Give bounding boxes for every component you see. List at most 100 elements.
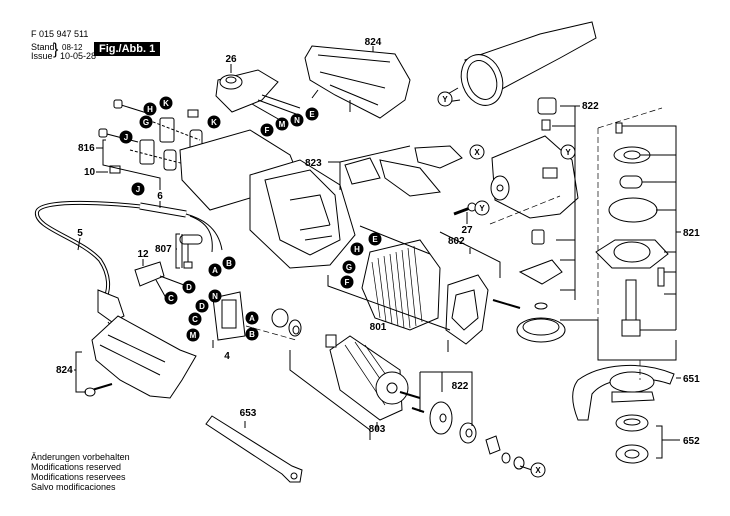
bracket-801	[327, 275, 451, 352]
wire-marker-dots	[119, 96, 382, 342]
parts-823	[344, 145, 463, 197]
marker-n-2: N	[212, 292, 218, 301]
bracket-816	[102, 139, 161, 190]
bearing-flange-assembly	[595, 122, 669, 337]
marker-y-1: Y	[442, 95, 448, 104]
figure-label: Fig./Abb. 1	[94, 42, 161, 56]
marker-d-2: D	[199, 302, 205, 311]
marker-c-2: C	[192, 315, 198, 324]
label-824-bottom: 824	[56, 365, 73, 376]
reference-markers	[437, 91, 576, 478]
brush-ring	[445, 274, 489, 345]
label-801: 801	[370, 322, 387, 333]
cord-clamp	[175, 233, 203, 269]
bracket-821	[622, 125, 677, 331]
armature	[325, 334, 421, 421]
label-12: 12	[137, 249, 149, 260]
bracket-803	[289, 350, 371, 440]
marker-h-1: H	[147, 105, 153, 114]
marker-x-1: X	[474, 148, 480, 157]
label-6: 6	[157, 191, 163, 202]
marker-a-1: A	[212, 266, 218, 275]
marker-h-2: H	[354, 245, 360, 254]
switch-assembly	[215, 69, 301, 121]
marker-c-1: C	[168, 294, 174, 303]
spanner-wrench	[205, 415, 303, 483]
issue-value: 10-05-28	[60, 51, 97, 61]
side-handle	[445, 21, 597, 106]
label-807: 807	[155, 244, 172, 255]
marker-g-2: G	[346, 263, 352, 272]
bracket-652	[656, 425, 680, 459]
label-653: 653	[240, 408, 257, 419]
wheel-guard	[572, 365, 675, 421]
mounting-flange	[615, 414, 649, 432]
field-coil	[361, 239, 441, 331]
clamping-nut	[615, 444, 649, 464]
label-27: 27	[461, 225, 473, 236]
marker-b-2: B	[249, 330, 255, 339]
power-cord	[35, 200, 223, 331]
label-26: 26	[225, 54, 237, 65]
label-822-top: 822	[582, 101, 599, 112]
label-652: 652	[683, 436, 700, 447]
bearing-small-1	[288, 319, 302, 337]
stand-label: Stand	[31, 42, 55, 52]
connecting-rod	[492, 299, 521, 309]
marker-f-2: F	[345, 278, 350, 287]
spindle-lock	[516, 97, 566, 343]
marker-d-1: D	[186, 283, 192, 292]
label-822-bottom: 822	[452, 381, 469, 392]
marker-g-1: G	[143, 118, 149, 127]
switch-block	[212, 291, 246, 348]
footer-notes: Änderungen vorbehalten Modifications res…	[31, 452, 130, 492]
housing-cover-bottom	[84, 315, 197, 399]
marker-x-2: X	[535, 466, 541, 475]
part-number: F 015 947 511	[31, 29, 89, 39]
label-802: 802	[448, 236, 465, 247]
marker-m-1: M	[279, 120, 286, 129]
bracket-824-bottom	[75, 351, 86, 393]
bearing-ring	[271, 308, 289, 328]
label-leaders	[74, 147, 471, 430]
marker-y-3: Y	[479, 204, 485, 213]
note-en: Modifications reserved	[31, 462, 122, 472]
marker-m-2: M	[190, 331, 197, 340]
label-824-top: 824	[365, 37, 382, 48]
bracket-822-bottom	[419, 371, 473, 426]
brace: }	[53, 41, 59, 58]
label-816: 816	[78, 143, 95, 154]
mounting-flange-hub	[623, 418, 641, 426]
marker-y-2: Y	[565, 148, 571, 157]
note-de: Änderungen vorbehalten	[31, 452, 130, 462]
label-821: 821	[683, 228, 700, 239]
marker-k-1: K	[163, 99, 169, 108]
label-10: 10	[84, 167, 96, 178]
marker-k-2: K	[211, 118, 217, 127]
assembly-centerlines	[245, 107, 663, 380]
label-823: 823	[305, 158, 322, 169]
bearing-plate-parts	[411, 401, 533, 471]
marker-b-1: B	[226, 259, 232, 268]
marker-a-2: A	[249, 314, 255, 323]
bracket-802	[359, 225, 501, 278]
marker-e-2: E	[372, 235, 378, 244]
marker-e-1: E	[309, 110, 315, 119]
issue-label: Issue	[31, 51, 53, 61]
capacitor	[134, 261, 185, 299]
housing-cover-top	[304, 45, 411, 119]
label-651: 651	[683, 374, 700, 385]
note-fr: Modifications reservees	[31, 472, 126, 482]
gear-housing	[490, 135, 579, 219]
bracket-823	[335, 145, 411, 190]
marker-j-2: J	[136, 185, 140, 194]
bearing-small-1-bore	[292, 325, 300, 335]
label-5: 5	[77, 228, 83, 239]
label-4: 4	[224, 351, 230, 362]
marker-f-1: F	[265, 126, 270, 135]
motor-housing	[179, 129, 356, 269]
clamping-nut-hub	[624, 449, 640, 459]
note-es: Salvo modificaciones	[31, 482, 116, 492]
bracket-gear	[560, 319, 677, 361]
